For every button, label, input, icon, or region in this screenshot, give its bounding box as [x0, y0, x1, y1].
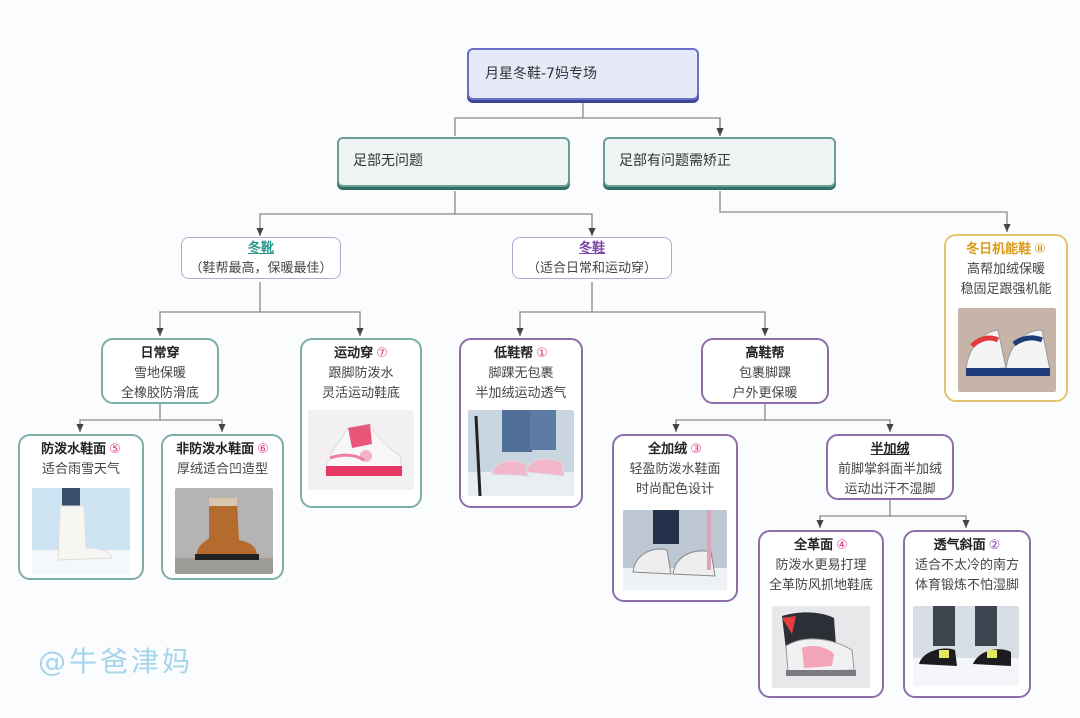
node-low-top-number: ① — [536, 346, 548, 361]
node-breathable-number: ② — [989, 538, 1001, 553]
edge-daily-to-nonwater — [160, 420, 222, 432]
full-leather-shoe-photo — [772, 606, 870, 688]
node-breathable-line-2: 体育锻炼不怕湿脚 — [905, 576, 1029, 596]
node-low-top-title: 低鞋帮 — [494, 346, 533, 361]
node-waterproof-line-1: 适合雨雪天气 — [20, 460, 142, 480]
edge-noproblem-to-cats — [260, 191, 455, 236]
node-sport-line-2: 灵活运动鞋底 — [302, 384, 420, 404]
node-high-top-line-1: 包裹脚踝 — [703, 364, 827, 384]
node-high-top-title: 高鞋帮 — [703, 344, 827, 364]
node-functional-line-2: 稳固足跟强机能 — [946, 280, 1066, 300]
node-full-fleece-number: ③ — [690, 442, 702, 457]
node-daily-title: 日常穿 — [103, 344, 217, 364]
node-winter-shoes-desc: （适合日常和运动穿） — [513, 259, 671, 279]
node-full-leather-line-1: 防泼水更易打理 — [760, 556, 882, 576]
full-fleece-shoe-photo — [623, 510, 727, 590]
node-boots-title: 冬靴 — [182, 239, 340, 259]
edge-boots-to-sport — [260, 312, 360, 336]
edge-daily-to-water — [80, 404, 160, 432]
node-non-waterproof-line-1: 厚绒适合凹造型 — [163, 460, 282, 480]
root-node: 月星冬鞋-7妈专场 — [467, 48, 699, 100]
low-top-shoe-photo — [468, 410, 574, 496]
edge-shoes-to-low — [520, 282, 592, 336]
root-label: 月星冬鞋-7妈专场 — [485, 66, 597, 82]
node-non-waterproof-title: 非防泼水鞋面 — [176, 442, 254, 457]
node-sport-line-1: 跟脚防泼水 — [302, 364, 420, 384]
node-functional-line-1: 高帮加绒保暖 — [946, 260, 1066, 280]
node-breathable-line-1: 适合不太冷的南方 — [905, 556, 1029, 576]
edge-half-to-leather — [820, 500, 890, 528]
edge-root-to-l1 — [455, 102, 720, 136]
non-waterproof-boot-photo — [175, 488, 273, 574]
breathable-shoe-photo — [913, 606, 1019, 686]
node-high-top: 高鞋帮 包裹脚踝 户外更保暖 — [701, 338, 829, 404]
node-daily-line-1: 雪地保暖 — [103, 364, 217, 384]
node-low-top-line-2: 半加绒运动透气 — [461, 384, 581, 404]
edge-high-to-full — [676, 404, 765, 432]
node-half-fleece-title: 半加绒 — [828, 440, 952, 460]
node-full-leather-number: ④ — [836, 538, 848, 553]
sport-shoe-photo — [308, 410, 414, 490]
node-foot-has-problem: 足部有问题需矫正 — [603, 137, 836, 187]
edge-half-to-breathable — [890, 516, 966, 528]
node-non-waterproof-number: ⑥ — [257, 442, 269, 457]
node-waterproof-number: ⑤ — [109, 442, 121, 457]
node-waterproof-title: 防泼水鞋面 — [41, 442, 106, 457]
node-full-leather-line-2: 全革防风抓地鞋底 — [760, 576, 882, 596]
edge-shoes-to-high — [592, 312, 765, 336]
node-daily-line-2: 全橡胶防滑底 — [103, 384, 217, 404]
node-functional-title: 冬日机能鞋 — [966, 242, 1031, 257]
node-winter-shoes-title: 冬鞋 — [513, 239, 671, 259]
node-low-top-line-1: 脚踝无包裹 — [461, 364, 581, 384]
node-full-fleece-line-2: 时尚配色设计 — [614, 480, 736, 500]
waterproof-boot-photo — [32, 488, 130, 574]
functional-shoe-photo — [958, 308, 1056, 392]
node-boots: 冬靴 （鞋帮最高，保暖最佳） — [181, 237, 341, 279]
node-boots-desc: （鞋帮最高，保暖最佳） — [182, 259, 340, 279]
node-daily: 日常穿 雪地保暖 全橡胶防滑底 — [101, 338, 219, 404]
node-full-fleece-line-1: 轻盈防泼水鞋面 — [614, 460, 736, 480]
node-high-top-line-2: 户外更保暖 — [703, 384, 827, 404]
node-half-fleece-line-1: 前脚掌斜面半加绒 — [828, 460, 952, 480]
node-breathable-title: 透气斜面 — [934, 538, 986, 553]
node-winter-shoes: 冬鞋 （适合日常和运动穿） — [512, 237, 672, 279]
watermark: @牛爸津妈 — [38, 640, 193, 680]
node-sport-title: 运动穿 — [334, 346, 373, 361]
node-full-leather-title: 全革面 — [794, 538, 833, 553]
node-full-fleece-title: 全加绒 — [648, 442, 687, 457]
edge-noproblem-to-shoes — [455, 214, 592, 236]
edge-problem-to-functional — [720, 191, 1007, 232]
node-foot-no-problem: 足部无问题 — [337, 137, 570, 187]
node-half-fleece-line-2: 运动出汗不湿脚 — [828, 480, 952, 500]
edge-boots-to-daily — [160, 282, 260, 336]
node-half-fleece: 半加绒 前脚掌斜面半加绒 运动出汗不湿脚 — [826, 434, 954, 500]
node-sport-number: ⑦ — [376, 346, 388, 361]
node-foot-no-problem-label: 足部无问题 — [353, 153, 423, 169]
edge-high-to-half — [765, 420, 890, 432]
node-foot-has-problem-label: 足部有问题需矫正 — [619, 153, 731, 169]
node-functional-number: ⑧ — [1034, 242, 1046, 257]
